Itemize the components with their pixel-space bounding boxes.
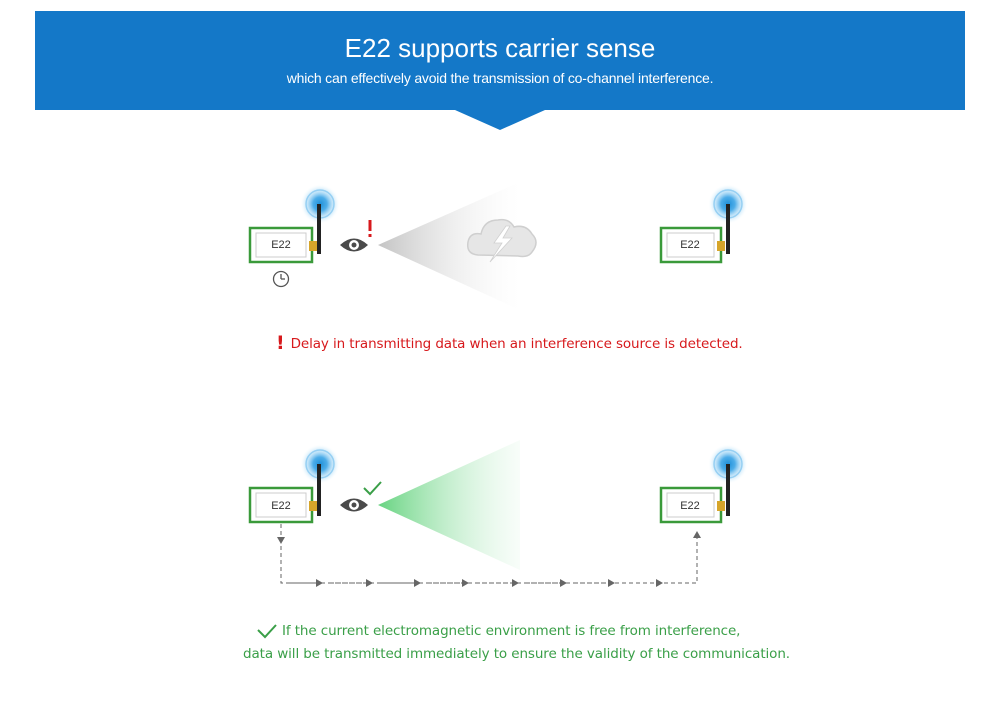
clear-caption-line1: If the current electromagnetic environme… [256,622,740,640]
page-subtitle: which can effectively avoid the transmis… [286,70,714,86]
module-label: E22 [680,500,700,512]
checkmark-icon [363,481,382,496]
sender-module-1: E22 [248,184,340,264]
interference-caption: ! Delay in transmitting data when an inte… [276,333,743,353]
clear-caption-line1-text: If the current electromagnetic environme… [282,623,741,639]
exclamation-icon [368,220,372,237]
sender-module-2: E22 [248,444,340,524]
header-banner-notch [455,110,545,130]
eye-icon [340,238,368,252]
module-label: E22 [271,239,291,251]
page-title: E22 supports carrier sense [344,33,656,63]
data-flow-path [277,524,701,587]
eye-icon [340,498,368,512]
sensing-beam [378,182,520,310]
header-banner [35,11,965,110]
interference-caption-text: Delay in transmitting data when an inter… [290,336,743,352]
module-label: E22 [680,239,700,251]
checkmark-icon [257,624,277,639]
exclamation-icon: ! [276,332,285,354]
transmission-beam [378,440,520,570]
clear-caption-line2: data will be transmitted immediately to … [243,646,790,662]
clock-icon [272,270,290,288]
receiver-module-2: E22 [659,444,748,524]
module-label: E22 [271,500,291,512]
receiver-module-1: E22 [659,184,748,264]
lightning-cloud-icon [466,218,537,263]
